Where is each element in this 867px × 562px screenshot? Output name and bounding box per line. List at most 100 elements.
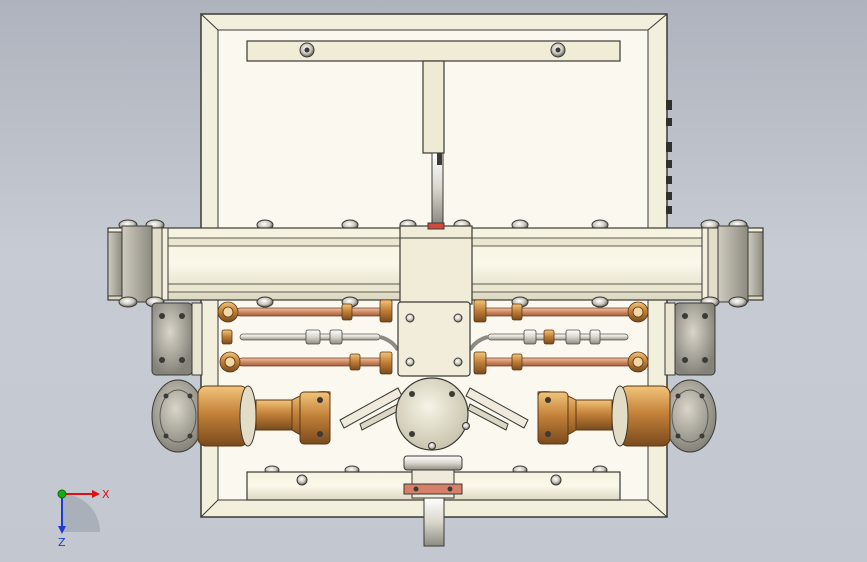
lower-copper-pipes-part <box>481 357 633 367</box>
z-axis-arrow <box>58 526 66 534</box>
t-bracket-part <box>304 47 310 53</box>
side-connectors-part <box>666 192 672 200</box>
left-cylinder-assembly-part <box>239 385 257 447</box>
brass-fittings-part <box>473 299 487 323</box>
left-side-bracket-part <box>151 302 193 376</box>
side-connectors-part <box>666 160 672 168</box>
right-side-bracket[interactable] <box>664 302 716 376</box>
output-shaft-part <box>403 483 463 495</box>
crank-disc-part <box>462 422 470 430</box>
main-crossbar-part <box>107 231 123 297</box>
left-cylinder-assembly-part <box>159 389 197 443</box>
center-manifold-part <box>397 301 471 377</box>
upper-copper-pipes-part <box>481 307 633 317</box>
right-cylinder-assembly-part <box>537 391 569 445</box>
main-crossbar-part-part <box>256 296 274 308</box>
left-cylinder-assembly[interactable] <box>151 379 331 453</box>
crank-disc[interactable] <box>395 377 470 451</box>
t-bracket[interactable] <box>246 40 621 224</box>
steel-fittings-part <box>565 329 581 345</box>
steel-fittings-part <box>305 329 321 345</box>
right-cylinder-assembly[interactable] <box>537 379 717 453</box>
center-hub-block-part <box>427 222 445 230</box>
crank-disc-part <box>395 377 469 451</box>
base-plate-part <box>200 499 219 518</box>
steel-fittings-part <box>523 329 537 345</box>
t-bracket-part <box>437 153 442 165</box>
right-cylinder-assembly-part <box>675 433 681 439</box>
steel-fittings-part <box>589 329 601 345</box>
center-manifold[interactable] <box>397 301 471 377</box>
main-crossbar-part <box>121 225 153 303</box>
center-manifold-part <box>453 357 463 367</box>
upper-copper-pipes-part <box>235 307 387 317</box>
bottom-bracket-part <box>296 474 308 486</box>
left-side-bracket-part <box>191 302 203 376</box>
brass-fittings-part <box>224 356 236 368</box>
main-crossbar-part <box>701 227 709 301</box>
right-cylinder-assembly-part <box>699 433 705 439</box>
brass-fittings-part <box>379 351 393 375</box>
brass-fittings-part <box>379 299 393 323</box>
output-shaft[interactable] <box>403 455 463 547</box>
t-bracket-part <box>422 60 445 154</box>
middle-steel-pipes-part <box>379 335 400 352</box>
output-shaft-part <box>423 497 445 547</box>
main-crossbar-part <box>747 231 764 297</box>
x-axis-label: X <box>102 488 110 501</box>
y-axis-origin <box>57 489 67 499</box>
main-crossbar-part <box>717 225 749 303</box>
orientation-triad[interactable]: X Z <box>44 478 114 548</box>
side-connectors-part <box>666 206 672 214</box>
brass-fittings[interactable] <box>217 299 649 375</box>
brass-fittings-part <box>543 329 555 345</box>
side-connectors-part <box>666 118 672 126</box>
right-cylinder-assembly-part <box>611 385 629 447</box>
left-side-bracket-part <box>159 357 165 363</box>
base-plate-part <box>200 13 219 31</box>
lower-copper-pipes-part <box>237 357 389 367</box>
side-connectors-part <box>666 142 672 152</box>
brass-fittings-part <box>511 353 523 371</box>
right-side-bracket-part <box>682 313 688 319</box>
brass-fittings-part <box>349 353 361 371</box>
center-hub-block[interactable] <box>399 222 473 305</box>
main-crossbar-part-part <box>591 296 609 308</box>
left-cylinder-assembly-part <box>163 433 169 439</box>
left-side-bracket-part <box>179 313 185 319</box>
right-cylinder-assembly-part <box>545 397 551 403</box>
t-bracket-part <box>555 47 561 53</box>
side-connectors-part <box>666 100 672 110</box>
steel-fittings-part <box>329 329 343 345</box>
connecting-rods-part <box>465 387 529 429</box>
left-cylinder-assembly-part <box>187 393 193 399</box>
left-cylinder-assembly-part <box>187 433 193 439</box>
output-shaft-part <box>403 455 463 471</box>
right-side-bracket-part <box>674 302 716 376</box>
center-manifold-part <box>405 357 415 367</box>
bottom-bracket-part <box>550 474 562 486</box>
right-cylinder-assembly-part <box>671 389 709 443</box>
brass-fittings-part <box>222 306 234 318</box>
main-crossbar-part-part <box>728 296 748 308</box>
left-cylinder-assembly-part <box>255 399 293 431</box>
main-crossbar-part <box>161 227 169 301</box>
brass-fittings-part <box>221 329 233 345</box>
steel-fittings <box>305 329 601 345</box>
connecting-rods[interactable] <box>339 387 529 431</box>
left-side-bracket-part <box>179 357 185 363</box>
right-cylinder-assembly-part <box>575 399 613 431</box>
right-side-bracket-part <box>702 357 708 363</box>
left-side-bracket[interactable] <box>151 302 203 376</box>
main-crossbar-part <box>151 227 163 301</box>
brass-fittings-part <box>511 303 523 321</box>
center-manifold-part <box>405 313 415 323</box>
side-connectors <box>666 100 672 214</box>
left-cylinder-assembly-part <box>299 391 331 445</box>
left-cylinder-assembly-part <box>317 397 323 403</box>
right-cylinder-assembly-part <box>675 393 681 399</box>
right-side-bracket-part <box>702 313 708 319</box>
crank-disc-part <box>409 431 415 437</box>
